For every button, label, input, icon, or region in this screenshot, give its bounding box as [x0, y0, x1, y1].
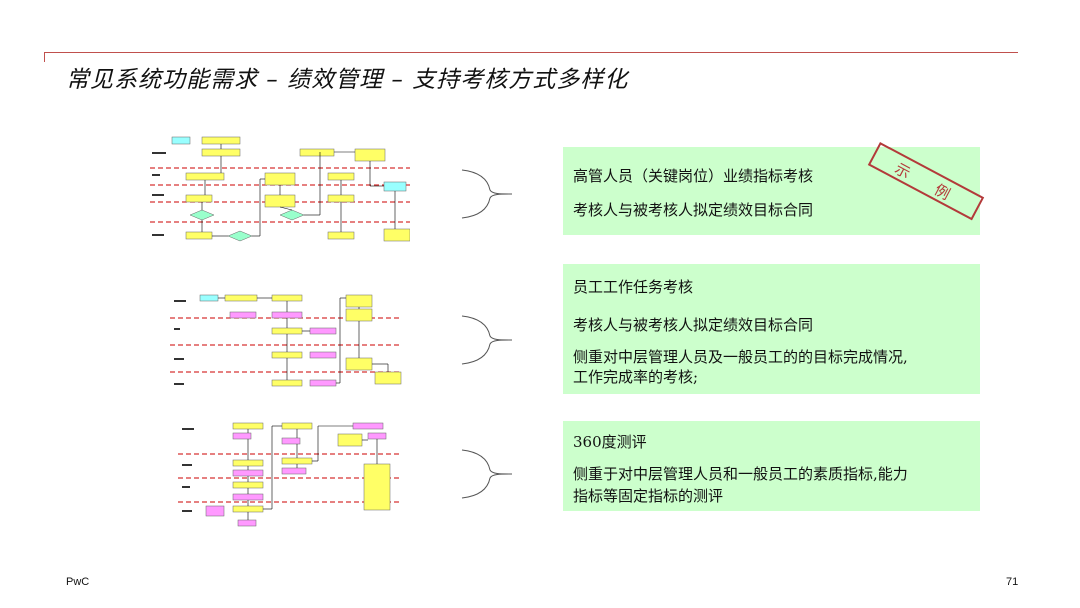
brace-connector-1	[460, 168, 516, 224]
card-executive-kpi: 高管人员（关键岗位）业绩指标考核 考核人与被考核人拟定绩效目标合同	[563, 147, 980, 235]
card-heading: 高管人员（关键岗位）业绩指标考核	[573, 167, 814, 185]
page-title: 常见系统功能需求 – 绩效管理 – 支持考核方式多样化	[66, 67, 629, 93]
flowchart-task-assessment	[170, 292, 402, 392]
card-line: 考核人与被考核人拟定绩效目标合同	[573, 201, 814, 219]
card-line: 工作完成率的考核;	[573, 368, 699, 386]
flowchart-executive-kpi	[150, 132, 410, 254]
flowchart-360-evaluation	[178, 420, 400, 530]
card-line: 侧重于对中层管理人员和一般员工的素质指标,能力	[573, 465, 908, 483]
card-360-evaluation: 360度测评 侧重于对中层管理人员和一般员工的素质指标,能力 指标等固定指标的测…	[563, 421, 980, 511]
brace-connector-2	[460, 314, 516, 370]
card-line: 侧重对中层管理人员及一般员工的的目标完成情况,	[573, 348, 908, 366]
header-rule	[44, 52, 1018, 53]
footer-brand: PwC	[66, 576, 90, 588]
page-number: 71	[1006, 576, 1019, 588]
header-rule-tick	[44, 52, 45, 62]
card-line: 考核人与被考核人拟定绩效目标合同	[573, 316, 814, 334]
card-heading: 360度测评	[573, 433, 647, 451]
card-line: 指标等固定指标的测评	[573, 487, 724, 505]
card-task-assessment: 员工工作任务考核 考核人与被考核人拟定绩效目标合同 侧重对中层管理人员及一般员工…	[563, 264, 980, 394]
card-heading: 员工工作任务考核	[573, 278, 694, 296]
brace-connector-3	[460, 448, 516, 504]
